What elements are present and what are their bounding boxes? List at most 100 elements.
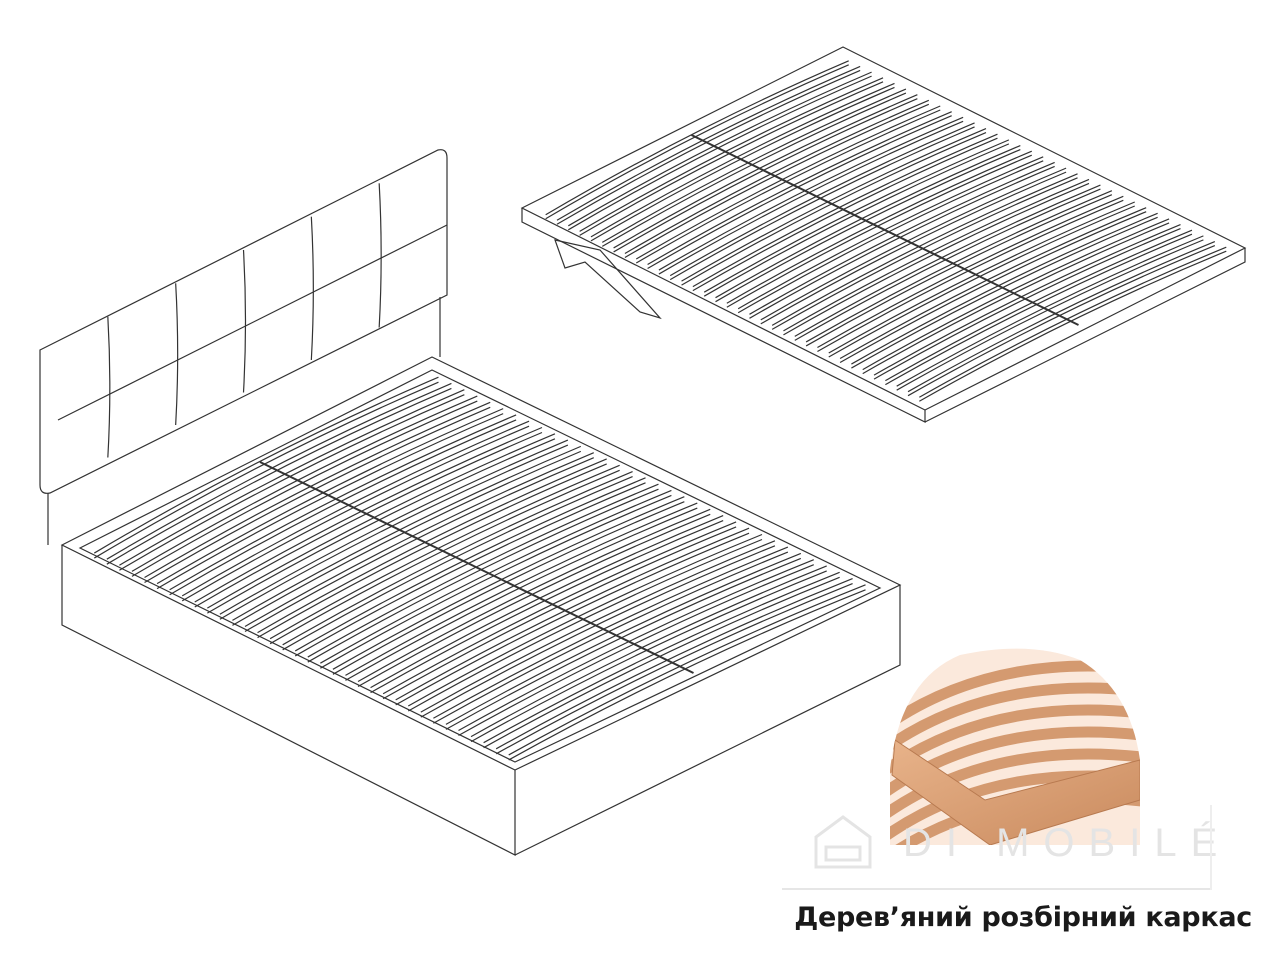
frame-slat bbox=[568, 71, 872, 227]
headboard-tuft-line bbox=[310, 216, 314, 361]
bed-drawing bbox=[39, 149, 902, 856]
bed-slat bbox=[420, 540, 776, 713]
frame-slat bbox=[919, 246, 1227, 398]
frame-slat-edge bbox=[579, 81, 884, 236]
frame-slat bbox=[896, 235, 1204, 387]
frame-slat bbox=[885, 229, 1193, 382]
frame-slat-edge bbox=[715, 148, 1021, 303]
house-sofa-icon bbox=[814, 815, 872, 869]
bed-slat bbox=[407, 533, 763, 707]
watermark-divider bbox=[782, 888, 1212, 890]
frame-slat-edge bbox=[749, 165, 1055, 319]
bed-slat-edge bbox=[458, 564, 814, 736]
headboard-tuft-line bbox=[242, 249, 247, 393]
bed-slat-edge bbox=[332, 501, 685, 675]
frame-slat-edge bbox=[681, 132, 987, 286]
caption: Дерев’яний розбірний каркас bbox=[794, 902, 1252, 933]
bed-slat-edge bbox=[207, 438, 556, 614]
bed-slat-edge bbox=[194, 431, 543, 608]
frame-slat bbox=[839, 207, 1147, 360]
bed-slat-edge bbox=[445, 557, 802, 730]
bed-slat-edge bbox=[244, 457, 594, 632]
bed-slat bbox=[470, 565, 827, 738]
bed-slat bbox=[395, 527, 750, 701]
bed-base-sides bbox=[61, 545, 901, 856]
frame-slat-edge bbox=[817, 199, 1124, 352]
frame-slat bbox=[692, 133, 998, 288]
bed-slat bbox=[219, 439, 569, 615]
frame-slat bbox=[601, 88, 907, 243]
bed-slat bbox=[119, 389, 465, 566]
frame-slat-edge bbox=[726, 154, 1033, 308]
bed-slat-edge bbox=[119, 394, 465, 571]
frame-slat-edge bbox=[613, 98, 918, 253]
bed-slat bbox=[257, 458, 607, 634]
bed-slat bbox=[382, 521, 737, 695]
bed-slat bbox=[232, 445, 582, 621]
bed-slat bbox=[144, 401, 491, 579]
headboard-tuft-line bbox=[107, 316, 111, 458]
frame-slat-edge bbox=[771, 177, 1078, 330]
frame-slat-edge bbox=[839, 211, 1147, 364]
frame-slat bbox=[726, 150, 1033, 304]
frame-slat bbox=[794, 184, 1101, 337]
bed-slat bbox=[93, 376, 439, 554]
frame-slat-edge bbox=[601, 92, 907, 247]
bed-slat bbox=[508, 584, 866, 756]
bed-slat-edge bbox=[307, 488, 659, 663]
bed-slat-edge bbox=[282, 476, 633, 651]
wood-slat bbox=[890, 748, 1140, 823]
bed-slat bbox=[483, 571, 840, 744]
headboard-outline bbox=[39, 149, 448, 494]
bed-slat-edge bbox=[169, 419, 517, 596]
bed-slat-edge bbox=[483, 576, 840, 749]
slat-frame-drawing bbox=[520, 46, 1247, 423]
wood-frame-rail bbox=[891, 739, 1140, 845]
frame-slat bbox=[907, 240, 1216, 393]
frame-slat bbox=[873, 224, 1181, 376]
bed-slat-edge bbox=[395, 532, 750, 706]
frame-slat-edge bbox=[805, 194, 1113, 347]
frame-slat-edge bbox=[590, 86, 895, 242]
bed-center-beam bbox=[259, 461, 694, 674]
frame-slat-edge bbox=[862, 222, 1170, 375]
frame-slat-edge bbox=[783, 182, 1090, 336]
bed-slat bbox=[294, 477, 646, 652]
watermark-logo: DI MOBILÉ bbox=[808, 812, 1228, 870]
frame-slat bbox=[669, 122, 975, 277]
bed-slat-edge bbox=[320, 494, 672, 669]
bed-slat-edge bbox=[345, 507, 698, 681]
bed-slat-edge bbox=[156, 413, 504, 590]
bed-slat-edge bbox=[508, 589, 866, 761]
frame-slat bbox=[817, 195, 1124, 348]
watermark-divider-vertical bbox=[1210, 805, 1212, 890]
headboard-tuft-line bbox=[57, 224, 448, 421]
bed-slat bbox=[345, 502, 698, 676]
frame-slat bbox=[715, 144, 1021, 299]
frame-slat bbox=[624, 99, 930, 254]
frame-slat-edge bbox=[851, 216, 1158, 369]
frame-slat bbox=[658, 116, 964, 271]
frame-slat-edge bbox=[647, 115, 952, 270]
frame-slat bbox=[635, 105, 941, 260]
frame-slat-edge bbox=[568, 75, 872, 231]
bed-slat-edge bbox=[495, 583, 853, 755]
frame-slat bbox=[862, 218, 1170, 371]
frame-slat-edge bbox=[896, 239, 1204, 391]
frame-slat bbox=[737, 156, 1044, 310]
bed-slat bbox=[131, 395, 478, 572]
bed-inner-rail bbox=[78, 369, 882, 763]
bed-slat-edge bbox=[232, 450, 582, 626]
frame-slat bbox=[545, 60, 849, 216]
bed-slat-edge bbox=[219, 444, 569, 620]
frame-center-beam bbox=[691, 134, 1079, 326]
frame-slat-edge bbox=[737, 160, 1044, 314]
watermark-text: DI MOBILÉ bbox=[903, 821, 1232, 865]
bed-slat bbox=[445, 552, 802, 725]
bed-slat bbox=[156, 408, 504, 585]
bed-slat-edge bbox=[420, 545, 776, 718]
frame-slat-edge bbox=[873, 228, 1181, 380]
bed-slat bbox=[332, 496, 685, 670]
frame-slat-edge bbox=[669, 126, 975, 281]
wood-slat-closeup-photo bbox=[890, 648, 1140, 845]
